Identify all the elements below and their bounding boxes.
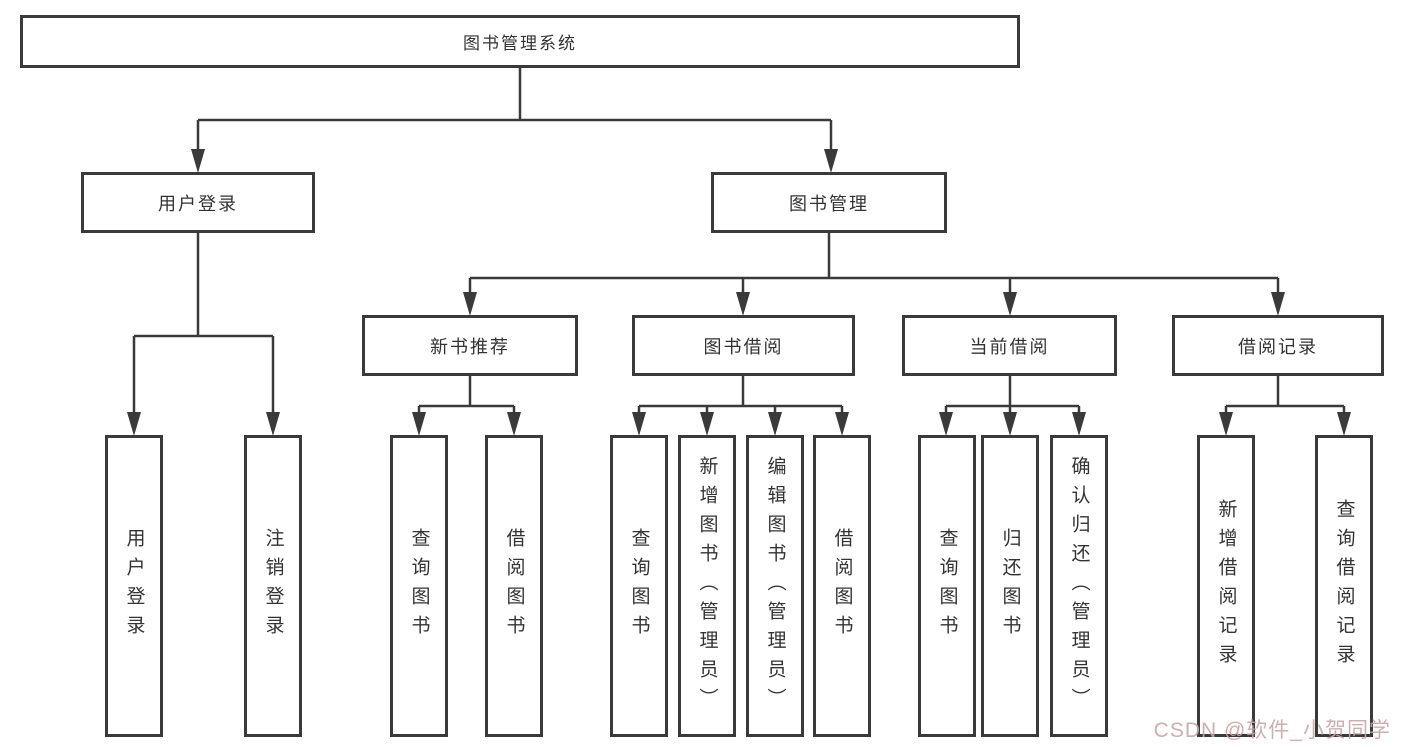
connector-borrow-records-children [1219,376,1351,436]
node-current-borrow: 当前借阅 [902,315,1117,376]
node-label: 归还图书 [999,528,1021,644]
node-label: 查询图书 [936,528,958,644]
connector-new-book-recommend-children [412,376,521,436]
node-leaf-add-borrow-record: 新增借阅记录 [1197,435,1255,737]
node-leaf-confirm-return-admin: 确认归还（管理员） [1050,435,1108,737]
node-leaf-query-books-1: 查询图书 [390,435,448,737]
node-label: 注销登录 [262,528,284,644]
connector-book-management-children [463,232,1285,316]
node-user-login: 用户登录 [81,172,315,233]
node-label: 查询图书 [408,528,430,644]
node-label: 借阅图书 [503,528,525,644]
node-library-management-system: 图书管理系统 [20,15,1020,68]
node-leaf-logout: 注销登录 [244,435,302,737]
node-leaf-add-book-admin: 新增图书（管理员） [678,435,736,737]
node-book-management: 图书管理 [711,172,947,233]
connector-current-borrow-children [939,376,1086,436]
node-leaf-query-books-2: 查询图书 [610,435,668,737]
node-label: 图书借阅 [703,336,784,357]
connector-user-login-children [127,232,280,436]
node-book-borrow: 图书借阅 [632,315,855,376]
node-leaf-query-borrow-record: 查询借阅记录 [1315,435,1373,737]
node-label: 用户登录 [158,193,238,214]
connector-book-borrow-children [632,376,849,436]
node-leaf-query-books-3: 查询图书 [918,435,976,737]
node-leaf-edit-book-admin: 编辑图书（管理员） [746,435,804,737]
node-label: 图书管理系统 [463,34,577,53]
node-leaf-return-book: 归还图书 [981,435,1039,737]
node-borrow-records: 借阅记录 [1172,315,1384,376]
node-label: 新增图书（管理员） [696,455,718,717]
node-label: 图书管理 [789,193,869,214]
node-leaf-borrow-books-2: 借阅图书 [813,435,871,737]
node-new-book-recommend: 新书推荐 [362,315,578,376]
node-label: 借阅记录 [1238,336,1318,357]
node-label: 查询借阅记录 [1333,499,1355,673]
node-label: 确认归还（管理员） [1068,455,1090,717]
node-label: 新增借阅记录 [1215,499,1237,673]
connector-root-to-level2 [191,67,838,173]
node-label: 查询图书 [628,528,650,644]
node-leaf-user-login: 用户登录 [105,435,163,737]
node-label: 用户登录 [123,528,145,644]
node-label: 新书推荐 [430,336,510,357]
node-label: 借阅图书 [831,528,853,644]
node-label: 当前借阅 [969,336,1050,357]
node-leaf-borrow-books-1: 借阅图书 [485,435,543,737]
node-label: 编辑图书（管理员） [764,455,786,717]
